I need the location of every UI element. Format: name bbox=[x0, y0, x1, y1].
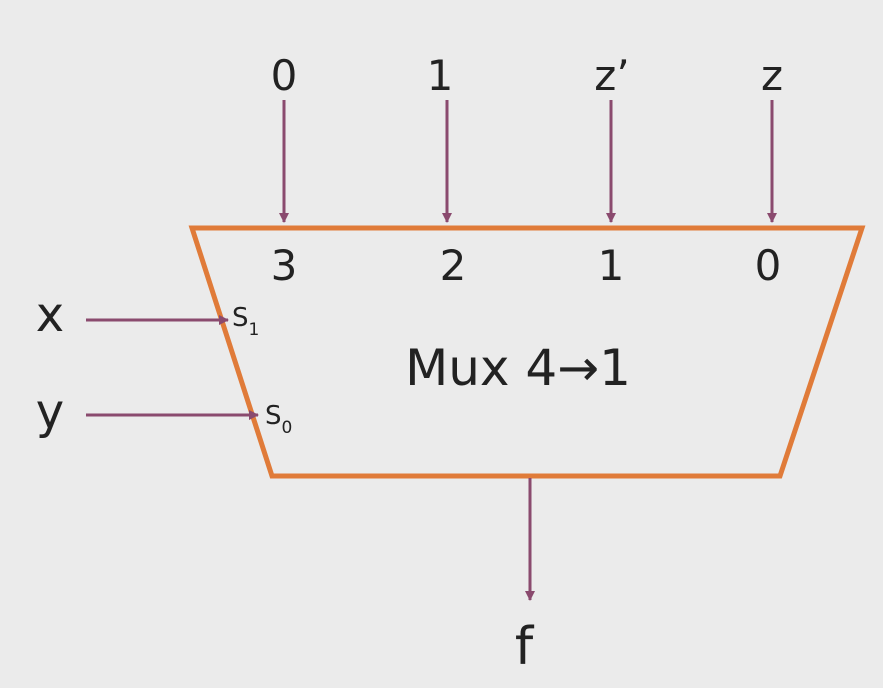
port-number-label: 0 bbox=[755, 241, 782, 290]
select-signal-label: y bbox=[36, 384, 64, 440]
port-number-label: 1 bbox=[598, 241, 625, 290]
mux-body bbox=[188, 225, 866, 479]
select-port-index: 0 bbox=[282, 418, 293, 438]
port-number-label: 3 bbox=[271, 241, 298, 290]
port-number-label: 2 bbox=[440, 241, 467, 290]
select-port-index: 1 bbox=[249, 320, 260, 340]
input-signal-label: 1 bbox=[427, 51, 454, 100]
output-signal-label: f bbox=[515, 617, 535, 677]
select-port-letter: S bbox=[232, 303, 249, 333]
select-port-s1: S1 bbox=[232, 303, 259, 340]
select-port-s0: S0 bbox=[265, 401, 292, 438]
input-signal-label: z bbox=[761, 51, 783, 100]
select-port-letter: S bbox=[265, 401, 282, 431]
input-signal-label: 0 bbox=[271, 51, 298, 100]
select-signal-label: x bbox=[36, 287, 64, 343]
mux-title: Mux 4→1 bbox=[405, 339, 631, 397]
input-signal-label: z’ bbox=[594, 51, 629, 100]
